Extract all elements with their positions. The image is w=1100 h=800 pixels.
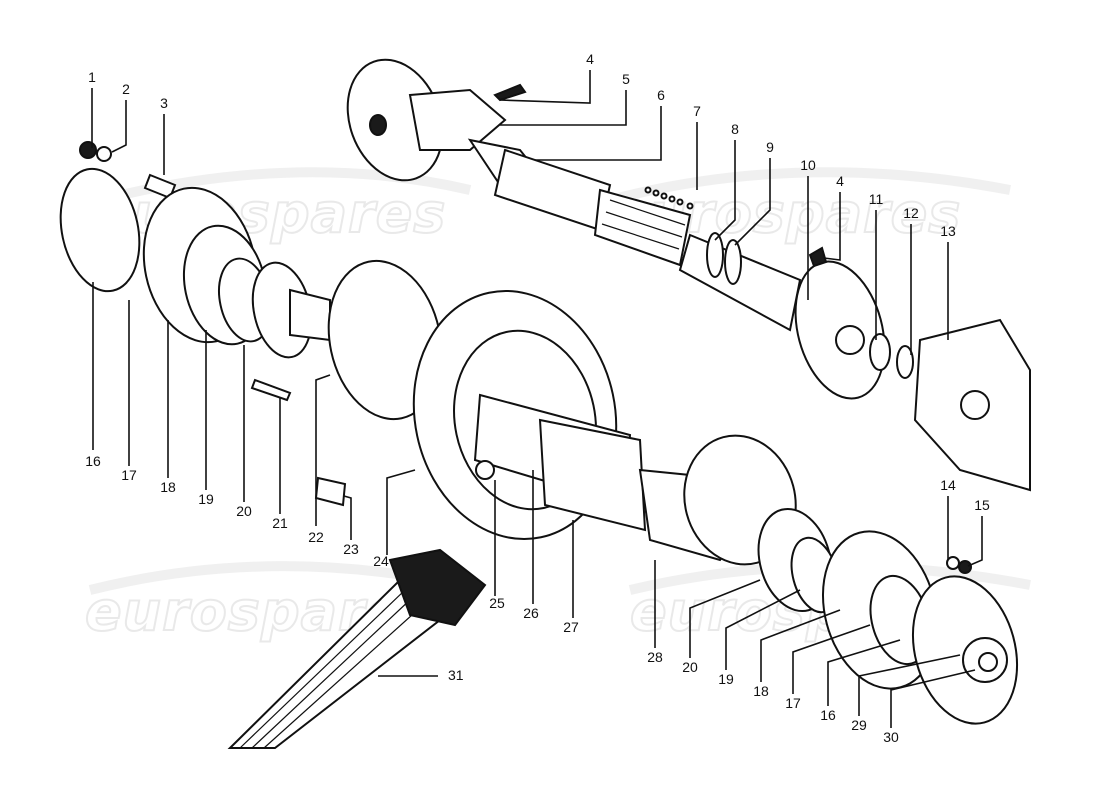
leader-line-19b: [725, 589, 801, 670]
part-label-13: 13: [940, 223, 956, 239]
part-label-16a: 16: [85, 453, 101, 469]
part-label-26: 26: [523, 605, 539, 621]
leader-line-4b: [823, 192, 841, 261]
circlip-12: [896, 345, 914, 379]
universal-joint: [408, 88, 507, 151]
yoke-bore: [369, 114, 387, 136]
part-label-21: 21: [272, 515, 288, 531]
part-label-6: 6: [657, 87, 665, 103]
part-label-10: 10: [800, 157, 816, 173]
seal-ring-8: [706, 232, 724, 278]
bolt-21: [250, 378, 292, 402]
flange-hub: [835, 325, 865, 355]
crown-wheel-assembly: [412, 289, 797, 566]
part-label-16b: 16: [820, 707, 836, 723]
leader-line-30: [890, 669, 976, 728]
part-label-14: 14: [940, 477, 956, 493]
grease-nipple-4a: [493, 83, 527, 102]
nut-1: [79, 141, 97, 159]
part-label-8: 8: [731, 121, 739, 137]
part-label-20b: 20: [682, 659, 698, 675]
part-label-18a: 18: [160, 479, 176, 495]
part-label-28: 28: [647, 649, 663, 665]
leader-line-15: [967, 516, 983, 567]
part-label-29: 29: [851, 717, 867, 733]
leader-line-6: [535, 106, 662, 161]
side-cover-16: [59, 167, 141, 293]
part-label-20a: 20: [236, 503, 252, 519]
part-label-11: 11: [869, 191, 884, 207]
part-label-12: 12: [903, 205, 919, 221]
part-label-1: 1: [88, 69, 96, 85]
propeller-shaft: [346, 58, 1031, 492]
part-label-15: 15: [974, 497, 990, 513]
washer-14: [946, 556, 960, 570]
sliding-sleeve: [493, 148, 612, 232]
leader-line-16b: [827, 639, 901, 706]
part-label-18b: 18: [753, 683, 769, 699]
differential-right-side: [757, 507, 1019, 725]
nut-15: [958, 560, 972, 574]
differential-housing-27: [538, 418, 647, 532]
part-label-25: 25: [489, 595, 505, 611]
part-label-4a: 4: [586, 51, 594, 67]
leader-line-29: [858, 654, 961, 716]
part-label-4b: 4: [836, 173, 844, 189]
part-label-5: 5: [622, 71, 630, 87]
left-shaft: [289, 288, 331, 342]
leader-line-4a: [499, 70, 591, 104]
part-label-27: 27: [563, 619, 579, 635]
pinion-gear: [388, 548, 487, 627]
part-label-17b: 17: [785, 695, 801, 711]
part-label-2: 2: [122, 81, 130, 97]
seal-ring-9: [724, 239, 742, 285]
pin-25: [475, 460, 495, 480]
leader-line-5: [500, 90, 627, 126]
leader-line-18b: [760, 609, 841, 682]
leader-line-17b: [792, 624, 871, 694]
sleeve-23: [314, 476, 347, 507]
part-label-3: 3: [160, 95, 168, 111]
hub-nut-bore: [978, 652, 998, 672]
part-labels: 1234567891041112131617181920212223242526…: [85, 51, 990, 745]
circlip-11: [869, 333, 891, 371]
part-label-19b: 19: [718, 671, 734, 687]
differential-left-side: [59, 141, 443, 507]
leader-line-22: [315, 374, 331, 526]
leader-line-2: [111, 100, 127, 153]
part-label-17a: 17: [121, 467, 137, 483]
needle-rollers-7: [644, 186, 694, 210]
part-label-30: 30: [883, 729, 899, 745]
pinion-shaft-31: [227, 548, 487, 749]
leader-line-20b: [689, 579, 761, 658]
part-label-9: 9: [766, 139, 774, 155]
leader-line-24: [386, 469, 416, 555]
leader-line-8: [714, 140, 736, 241]
part-label-31: 31: [448, 667, 464, 683]
part-label-22: 22: [308, 529, 324, 545]
splined-section: [593, 188, 692, 267]
leader-line-9: [734, 158, 771, 246]
part-label-24: 24: [373, 553, 389, 569]
leader-line-23: [343, 495, 352, 540]
part-label-7: 7: [693, 103, 701, 119]
part-label-23: 23: [343, 541, 359, 557]
washer-2: [96, 146, 112, 162]
splines: [601, 199, 686, 250]
part-label-19a: 19: [198, 491, 214, 507]
grease-nipple-4b: [808, 246, 828, 268]
rear-yoke-bore: [960, 390, 990, 420]
